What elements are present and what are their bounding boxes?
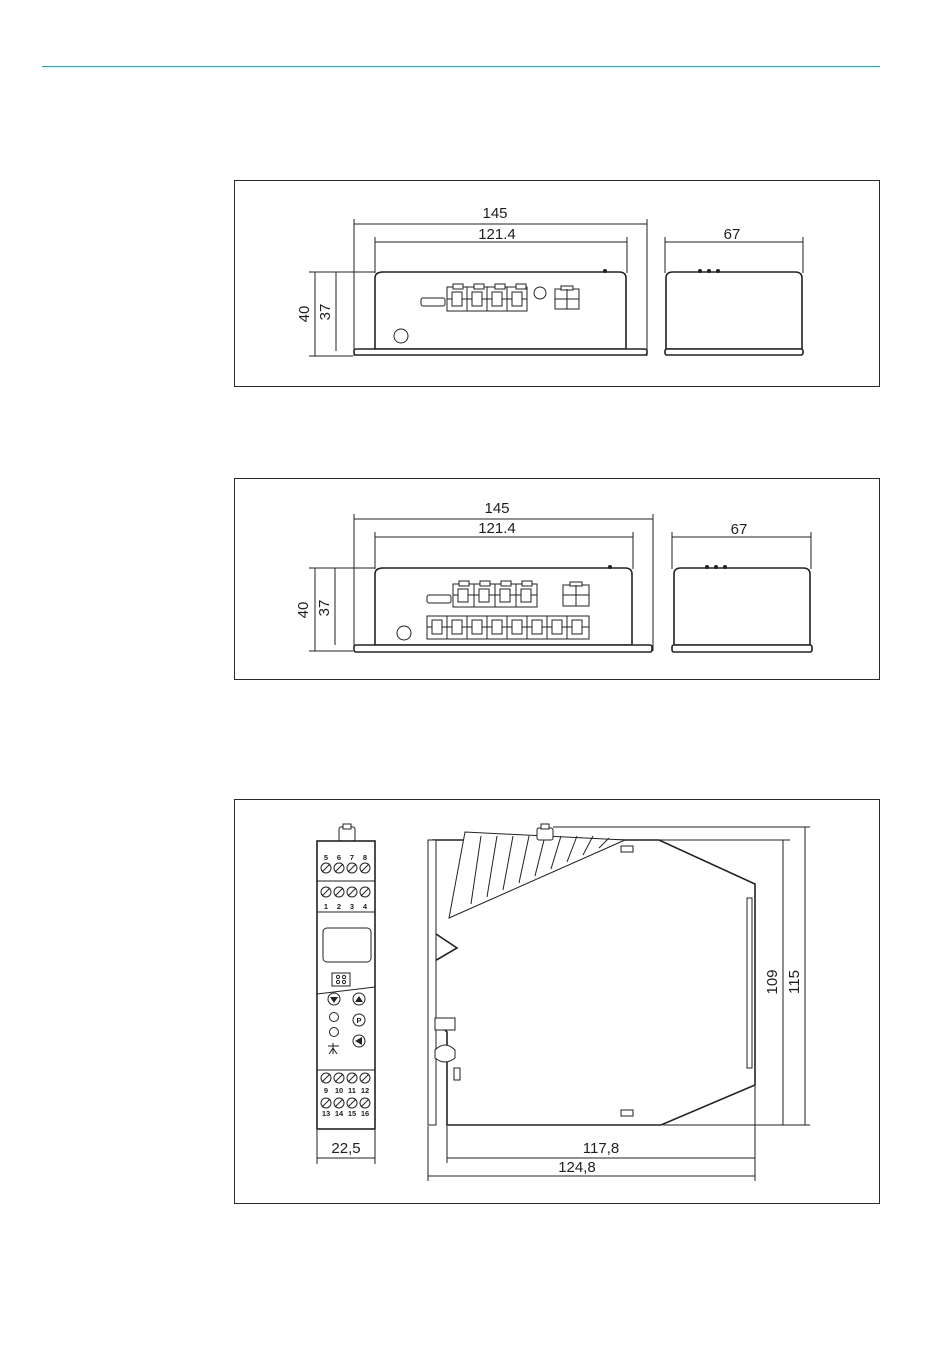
terminal-label: 12 — [361, 1086, 369, 1095]
button-p-label: P — [356, 1016, 361, 1025]
side-view — [428, 824, 755, 1125]
terminal-label: 11 — [348, 1086, 356, 1095]
dim-overall-length: 145 — [482, 205, 507, 222]
dim-depth-overall: 124,8 — [558, 1159, 596, 1176]
drawing-panel-2: 145 121.4 67 40 37 — [234, 478, 880, 680]
terminal-label: 1 — [324, 902, 328, 911]
header-rule — [42, 66, 880, 67]
dim-overall-length: 145 — [484, 500, 509, 517]
terminal-label: 5 — [324, 853, 328, 862]
dim-height-overall: 115 — [786, 970, 803, 994]
terminal-label: 8 — [363, 853, 367, 862]
device-base-plate — [354, 645, 652, 652]
slot-connector — [421, 298, 445, 306]
display-window — [323, 928, 371, 962]
device-end-body — [666, 272, 802, 349]
device-base-plate — [354, 349, 647, 355]
drawing-3-svg: 5 6 7 8 1 2 3 4 P — [235, 800, 881, 1205]
slot-connector — [427, 595, 451, 603]
dim-overall-height: 40 — [295, 602, 312, 619]
dim-width: 67 — [731, 521, 748, 538]
drawing-1-svg: 145 121.4 67 40 37 — [235, 181, 881, 388]
dim-width: 67 — [724, 226, 741, 243]
led-indicator — [330, 1028, 339, 1037]
plug-socket — [332, 973, 350, 986]
dim-body-height: 37 — [316, 600, 333, 617]
device-end-base — [665, 349, 803, 355]
dim-depth-inner: 117,8 — [583, 1140, 619, 1157]
mounting-hole — [394, 329, 408, 343]
top-connector — [537, 828, 553, 840]
dim-height-inner: 109 — [764, 969, 781, 994]
terminal-connector-small — [563, 582, 589, 606]
dim-body-length: 121.4 — [478, 520, 516, 537]
terminal-label: 13 — [322, 1109, 330, 1118]
terminal-label: 2 — [337, 902, 341, 911]
device-end-body — [674, 568, 810, 645]
terminal-connector-lower — [427, 616, 589, 639]
dim-front-width: 22,5 — [331, 1140, 360, 1157]
terminal-label: 10 — [335, 1086, 343, 1095]
dim-body-length: 121.4 — [478, 226, 516, 243]
terminal-label: 3 — [350, 902, 354, 911]
dim-body-height: 37 — [317, 304, 334, 321]
front-view: 5 6 7 8 1 2 3 4 P — [317, 824, 375, 1129]
indicator-led — [534, 287, 546, 299]
led-indicator — [330, 1013, 339, 1022]
terminal-label: 16 — [361, 1109, 369, 1118]
terminal-connector-small — [555, 286, 579, 309]
terminal-label: 6 — [337, 853, 341, 862]
terminal-label: 7 — [350, 853, 354, 862]
terminal-label: 9 — [324, 1086, 328, 1095]
drawing-panel-3: 5 6 7 8 1 2 3 4 P — [234, 799, 880, 1204]
terminal-label: 15 — [348, 1109, 356, 1118]
device-end-base — [672, 645, 812, 652]
terminal-connector-main — [447, 284, 527, 311]
din-rail-clip — [428, 840, 436, 1125]
dim-overall-height: 40 — [296, 306, 313, 323]
drawing-panel-1: 145 121.4 67 40 37 — [234, 180, 880, 387]
drawing-2-svg: 145 121.4 67 40 37 — [235, 479, 881, 681]
terminal-label: 14 — [335, 1109, 344, 1118]
mounting-hole — [397, 626, 411, 640]
terminal-connector-upper — [453, 581, 537, 607]
